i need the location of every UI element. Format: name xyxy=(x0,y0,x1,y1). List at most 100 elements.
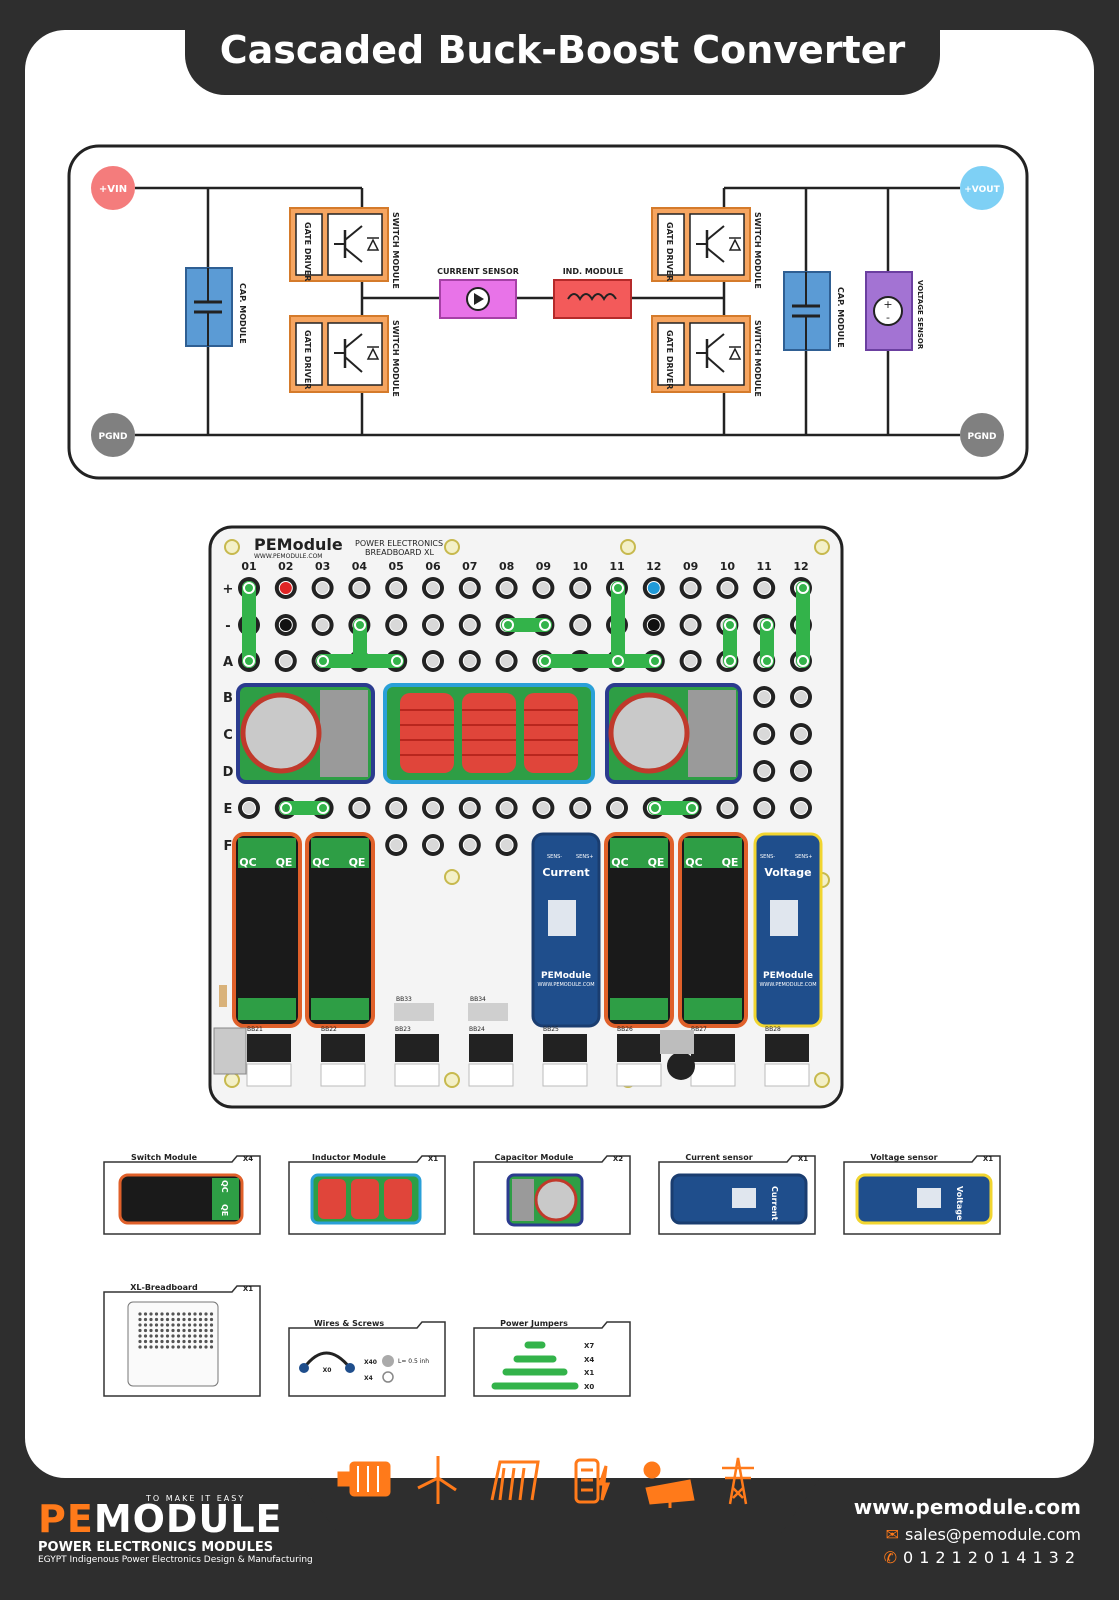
title-bar xyxy=(185,20,940,95)
svg-text:Voltage: Voltage xyxy=(955,1186,964,1221)
svg-text:WWW.PEMODULE.COM: WWW.PEMODULE.COM xyxy=(759,982,816,988)
company-name: POWER ELECTRONICS MODULES xyxy=(38,1540,274,1555)
solar-panel-icon xyxy=(643,1461,695,1508)
website-link[interactable]: www.pemodule.com xyxy=(853,1495,1081,1519)
vin-terminal xyxy=(91,166,135,210)
cap-module-input: CAP. MODULE xyxy=(185,267,247,347)
pin-header xyxy=(321,1034,365,1062)
phone-icon: ✆ xyxy=(883,1548,898,1567)
svg-text:SENS-: SENS- xyxy=(760,854,775,860)
pin-header xyxy=(765,1034,809,1062)
current-sensor-block: CURRENT SENSOR xyxy=(437,267,519,319)
column-label: 03 xyxy=(315,560,330,573)
column-label: 10 xyxy=(720,560,736,573)
bb-electrolytic-cap xyxy=(660,1030,695,1080)
bb-voltage-sensor-module: SENS- SENS+ Voltage PEModule WWW.PEMODUL… xyxy=(753,832,823,1028)
email-link[interactable]: ✉sales@pemodule.com xyxy=(885,1525,1081,1544)
header-label: BB28 xyxy=(765,1026,781,1033)
column-label: 12 xyxy=(646,560,661,573)
page-title: Cascaded Buck-Boost Converter xyxy=(219,28,906,72)
svg-text:PEModule: PEModule xyxy=(541,971,591,981)
svg-text:QE: QE xyxy=(220,1204,229,1216)
bb-subtitle-2: BREADBOARD XL xyxy=(365,548,434,557)
nut-icon xyxy=(382,1371,394,1383)
header-label: BB23 xyxy=(395,1026,411,1033)
footer-icons xyxy=(337,1456,754,1508)
wire-preview xyxy=(302,1351,352,1369)
schematic: +VIN +VOUT PGND PGND CAP. MODULE GATE DR… xyxy=(67,144,1029,480)
current-sensor-label: CURRENT SENSOR xyxy=(437,267,519,276)
row-label: A xyxy=(223,655,233,670)
svg-text:QC: QC xyxy=(312,856,329,869)
svg-text:X4: X4 xyxy=(364,1375,373,1382)
column-label: 02 xyxy=(278,560,293,573)
cap-module-output: CAP. MODULE xyxy=(783,271,845,351)
pin-header xyxy=(469,1034,513,1062)
mail-icon: ✉ xyxy=(885,1525,900,1544)
svg-text:WWW.PEMODULE.COM: WWW.PEMODULE.COM xyxy=(537,982,594,988)
company-subtitle: EGYPT Indigenous Power Electronics Desig… xyxy=(38,1555,313,1565)
footer-bar xyxy=(0,1478,1119,1600)
bb-switch-module: QC QE xyxy=(305,832,375,1028)
svg-text:SENS-: SENS- xyxy=(547,854,562,860)
column-label: 09 xyxy=(683,560,698,573)
header-label: BB27 xyxy=(691,1026,707,1033)
part-card: Wires & Screws xyxy=(288,1319,446,1397)
svg-text:X0: X0 xyxy=(584,1383,594,1391)
row-label: D xyxy=(223,765,234,780)
row-label: + xyxy=(223,582,234,597)
column-label: 05 xyxy=(389,560,404,573)
svg-text:+: + xyxy=(883,298,892,311)
bb-switch-module: QC QE xyxy=(604,832,674,1028)
part-qty: X1 xyxy=(798,1155,808,1163)
header-label: BB25 xyxy=(543,1026,559,1033)
svg-text:SENS+: SENS+ xyxy=(576,854,593,860)
column-label: 12 xyxy=(793,560,808,573)
part-qty: X1 xyxy=(243,1285,253,1293)
bb-capacitor-module-2 xyxy=(605,683,742,784)
wind-turbine-icon xyxy=(417,1456,457,1504)
svg-text:QC: QC xyxy=(239,856,256,869)
current-module-label: Current xyxy=(542,866,589,879)
vout-terminal xyxy=(960,166,1004,210)
gate-driver-label-2: GATE DRIVER xyxy=(303,330,312,389)
logo-wordmark: PEMODULE xyxy=(38,1497,283,1541)
row-label: C xyxy=(223,728,233,743)
gate-driver-label-1: GATE DRIVER xyxy=(303,222,312,281)
part-qty: X4 xyxy=(243,1155,253,1163)
voltage-sensor-block: + - VOLTAGE SENSOR xyxy=(865,271,924,351)
column-label: 07 xyxy=(462,560,477,573)
svg-text:QE: QE xyxy=(648,856,665,869)
bb-switch-module: QC QE xyxy=(232,832,302,1028)
column-label: 10 xyxy=(573,560,589,573)
switch-module-3: GATE DRIVER SWITCH MODULE xyxy=(651,207,762,289)
battery-icon xyxy=(574,1458,611,1504)
svg-text:QC: QC xyxy=(611,856,628,869)
svg-text:Current: Current xyxy=(770,1186,779,1221)
svg-text:X40: X40 xyxy=(364,1359,377,1366)
svg-text:QE: QE xyxy=(349,856,366,869)
svg-text:L= 0.5 inh: L= 0.5 inh xyxy=(398,1358,429,1365)
bb-extra-headers: BB33 BB34 xyxy=(394,996,508,1021)
part-name: XL-Breadboard xyxy=(130,1283,198,1292)
bb-capacitor-module-1 xyxy=(236,683,375,784)
bb-brand: PEModule xyxy=(254,535,343,554)
switch-module-2: GATE DRIVER SWITCH MODULE xyxy=(289,315,400,397)
gate-driver-label-3: GATE DRIVER xyxy=(665,222,674,281)
svg-text:X1: X1 xyxy=(584,1369,594,1377)
vin-label: +VIN xyxy=(99,184,127,195)
part-name: Current sensor xyxy=(685,1153,752,1162)
svg-text:X0: X0 xyxy=(323,1367,332,1374)
svg-text:QE: QE xyxy=(276,856,293,869)
bb-dc-jack xyxy=(213,985,247,1075)
part-name: Capacitor Module xyxy=(495,1153,575,1162)
row-label: E xyxy=(224,802,233,817)
svg-text:X7: X7 xyxy=(584,1342,594,1350)
header-label: BB26 xyxy=(617,1026,633,1033)
header-label: BB24 xyxy=(469,1026,485,1033)
svg-text:BB34: BB34 xyxy=(470,996,486,1003)
svg-text:QC: QC xyxy=(685,856,702,869)
